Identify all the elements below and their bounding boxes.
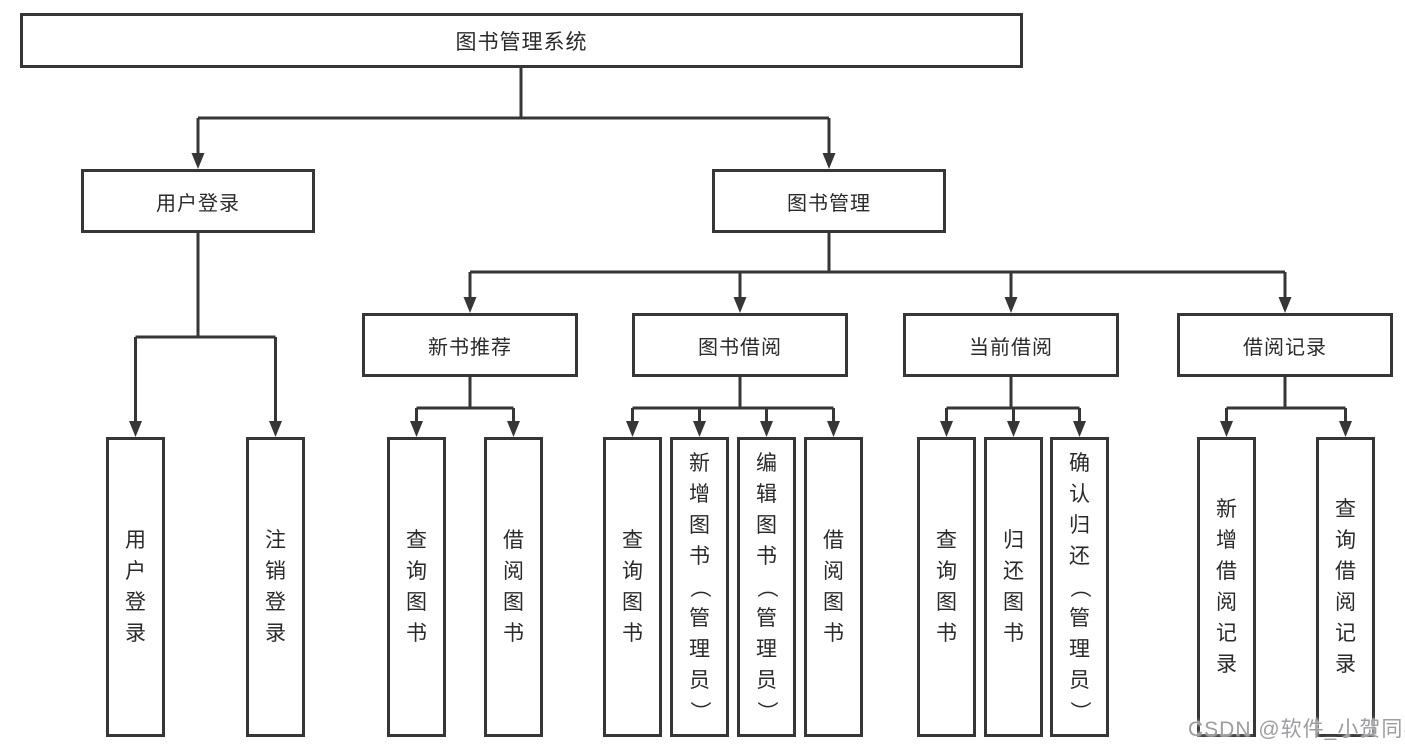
leaf-query-books-current: 查询图书 bbox=[917, 437, 976, 737]
node-book-management: 图书管理 bbox=[712, 169, 946, 233]
connector-book-borrow bbox=[631, 377, 835, 421]
leaf-add-borrow-record-label: 新增借阅记录 bbox=[1216, 498, 1237, 676]
connector-current-borrow bbox=[945, 377, 1081, 421]
leaf-confirm-return-admin: 确认归还（管理员） bbox=[1050, 437, 1109, 737]
node-current-borrow: 当前借阅 bbox=[903, 313, 1119, 377]
leaf-query-borrow-record-label: 查询借阅记录 bbox=[1335, 498, 1356, 676]
node-current-borrow-label: 当前借阅 bbox=[969, 336, 1053, 359]
leaf-confirm-return-admin-label: 确认归还（管理员） bbox=[1068, 451, 1091, 722]
leaf-query-books-recommend: 查询图书 bbox=[387, 437, 446, 737]
leaf-edit-book-admin-label: 编辑图书（管理员） bbox=[755, 451, 778, 722]
leaf-add-book-admin: 新增图书（管理员） bbox=[670, 437, 729, 737]
leaf-user-login: 用户登录 bbox=[106, 437, 165, 737]
node-user-login: 用户登录 bbox=[81, 169, 315, 233]
leaf-query-books-borrow: 查询图书 bbox=[603, 437, 662, 737]
leaf-logout-label: 注销登录 bbox=[265, 529, 286, 645]
leaf-query-borrow-record: 查询借阅记录 bbox=[1316, 437, 1375, 737]
node-borrow-records-label: 借阅记录 bbox=[1243, 336, 1327, 359]
node-new-book-recommend-label: 新书推荐 bbox=[428, 336, 512, 359]
node-borrow-records: 借阅记录 bbox=[1177, 313, 1393, 377]
connector-new-book bbox=[415, 377, 515, 421]
leaf-user-login-label: 用户登录 bbox=[125, 529, 146, 645]
leaf-borrow-books-recommend: 借阅图书 bbox=[484, 437, 543, 737]
node-library-system-label: 图书管理系统 bbox=[455, 30, 588, 54]
node-user-login-label: 用户登录 bbox=[156, 192, 240, 215]
leaf-edit-book-admin: 编辑图书（管理员） bbox=[737, 437, 796, 737]
connector-user-login bbox=[134, 233, 277, 421]
leaf-add-book-admin-label: 新增图书（管理员） bbox=[688, 451, 711, 722]
csdn-watermark: CSDN @软件_小贺同学 bbox=[1188, 718, 1405, 741]
leaf-add-borrow-record: 新增借阅记录 bbox=[1197, 437, 1256, 737]
leaf-query-books-borrow-label: 查询图书 bbox=[622, 529, 643, 645]
leaf-logout: 注销登录 bbox=[246, 437, 305, 737]
node-new-book-recommend: 新书推荐 bbox=[362, 313, 578, 377]
leaf-borrow-books: 借阅图书 bbox=[804, 437, 863, 737]
leaf-query-books-current-label: 查询图书 bbox=[936, 529, 957, 645]
leaf-borrow-books-recommend-label: 借阅图书 bbox=[503, 529, 524, 645]
node-book-management-label: 图书管理 bbox=[787, 192, 871, 215]
leaf-return-books: 归还图书 bbox=[984, 437, 1043, 737]
connector-book-management bbox=[468, 233, 1287, 297]
leaf-return-books-label: 归还图书 bbox=[1003, 529, 1024, 645]
connector-borrow-record bbox=[1225, 377, 1347, 421]
connector-root bbox=[196, 68, 831, 153]
node-library-system: 图书管理系统 bbox=[20, 13, 1023, 68]
node-book-borrow: 图书借阅 bbox=[632, 313, 848, 377]
leaf-borrow-books-label: 借阅图书 bbox=[823, 529, 844, 645]
leaf-query-books-recommend-label: 查询图书 bbox=[406, 529, 427, 645]
node-book-borrow-label: 图书借阅 bbox=[698, 336, 782, 359]
